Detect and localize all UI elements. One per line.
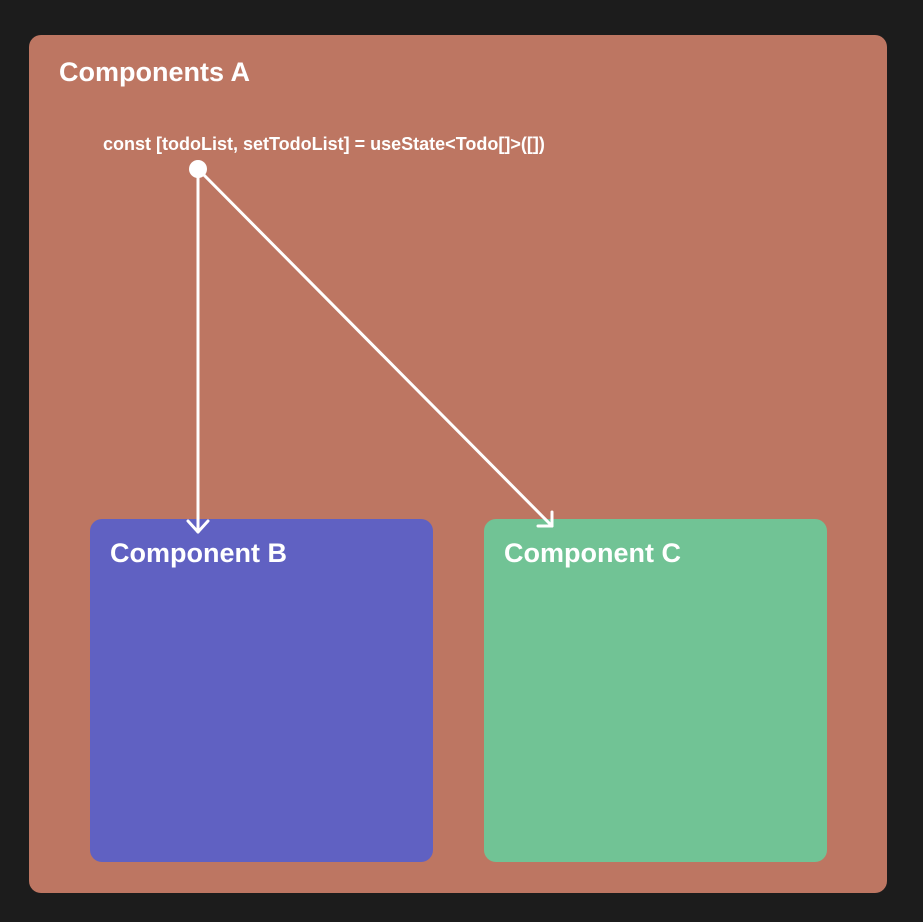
component-b-frame: Component B (90, 519, 433, 862)
component-a-frame: Components A const [todoList, setTodoLis… (29, 35, 887, 893)
state-declaration: const [todoList, setTodoList] = useState… (103, 134, 545, 154)
component-a-title: Components A (59, 57, 250, 87)
component-b-title: Component B (110, 538, 287, 568)
component-c-title: Component C (504, 538, 681, 568)
component-c-frame: Component C (484, 519, 827, 862)
